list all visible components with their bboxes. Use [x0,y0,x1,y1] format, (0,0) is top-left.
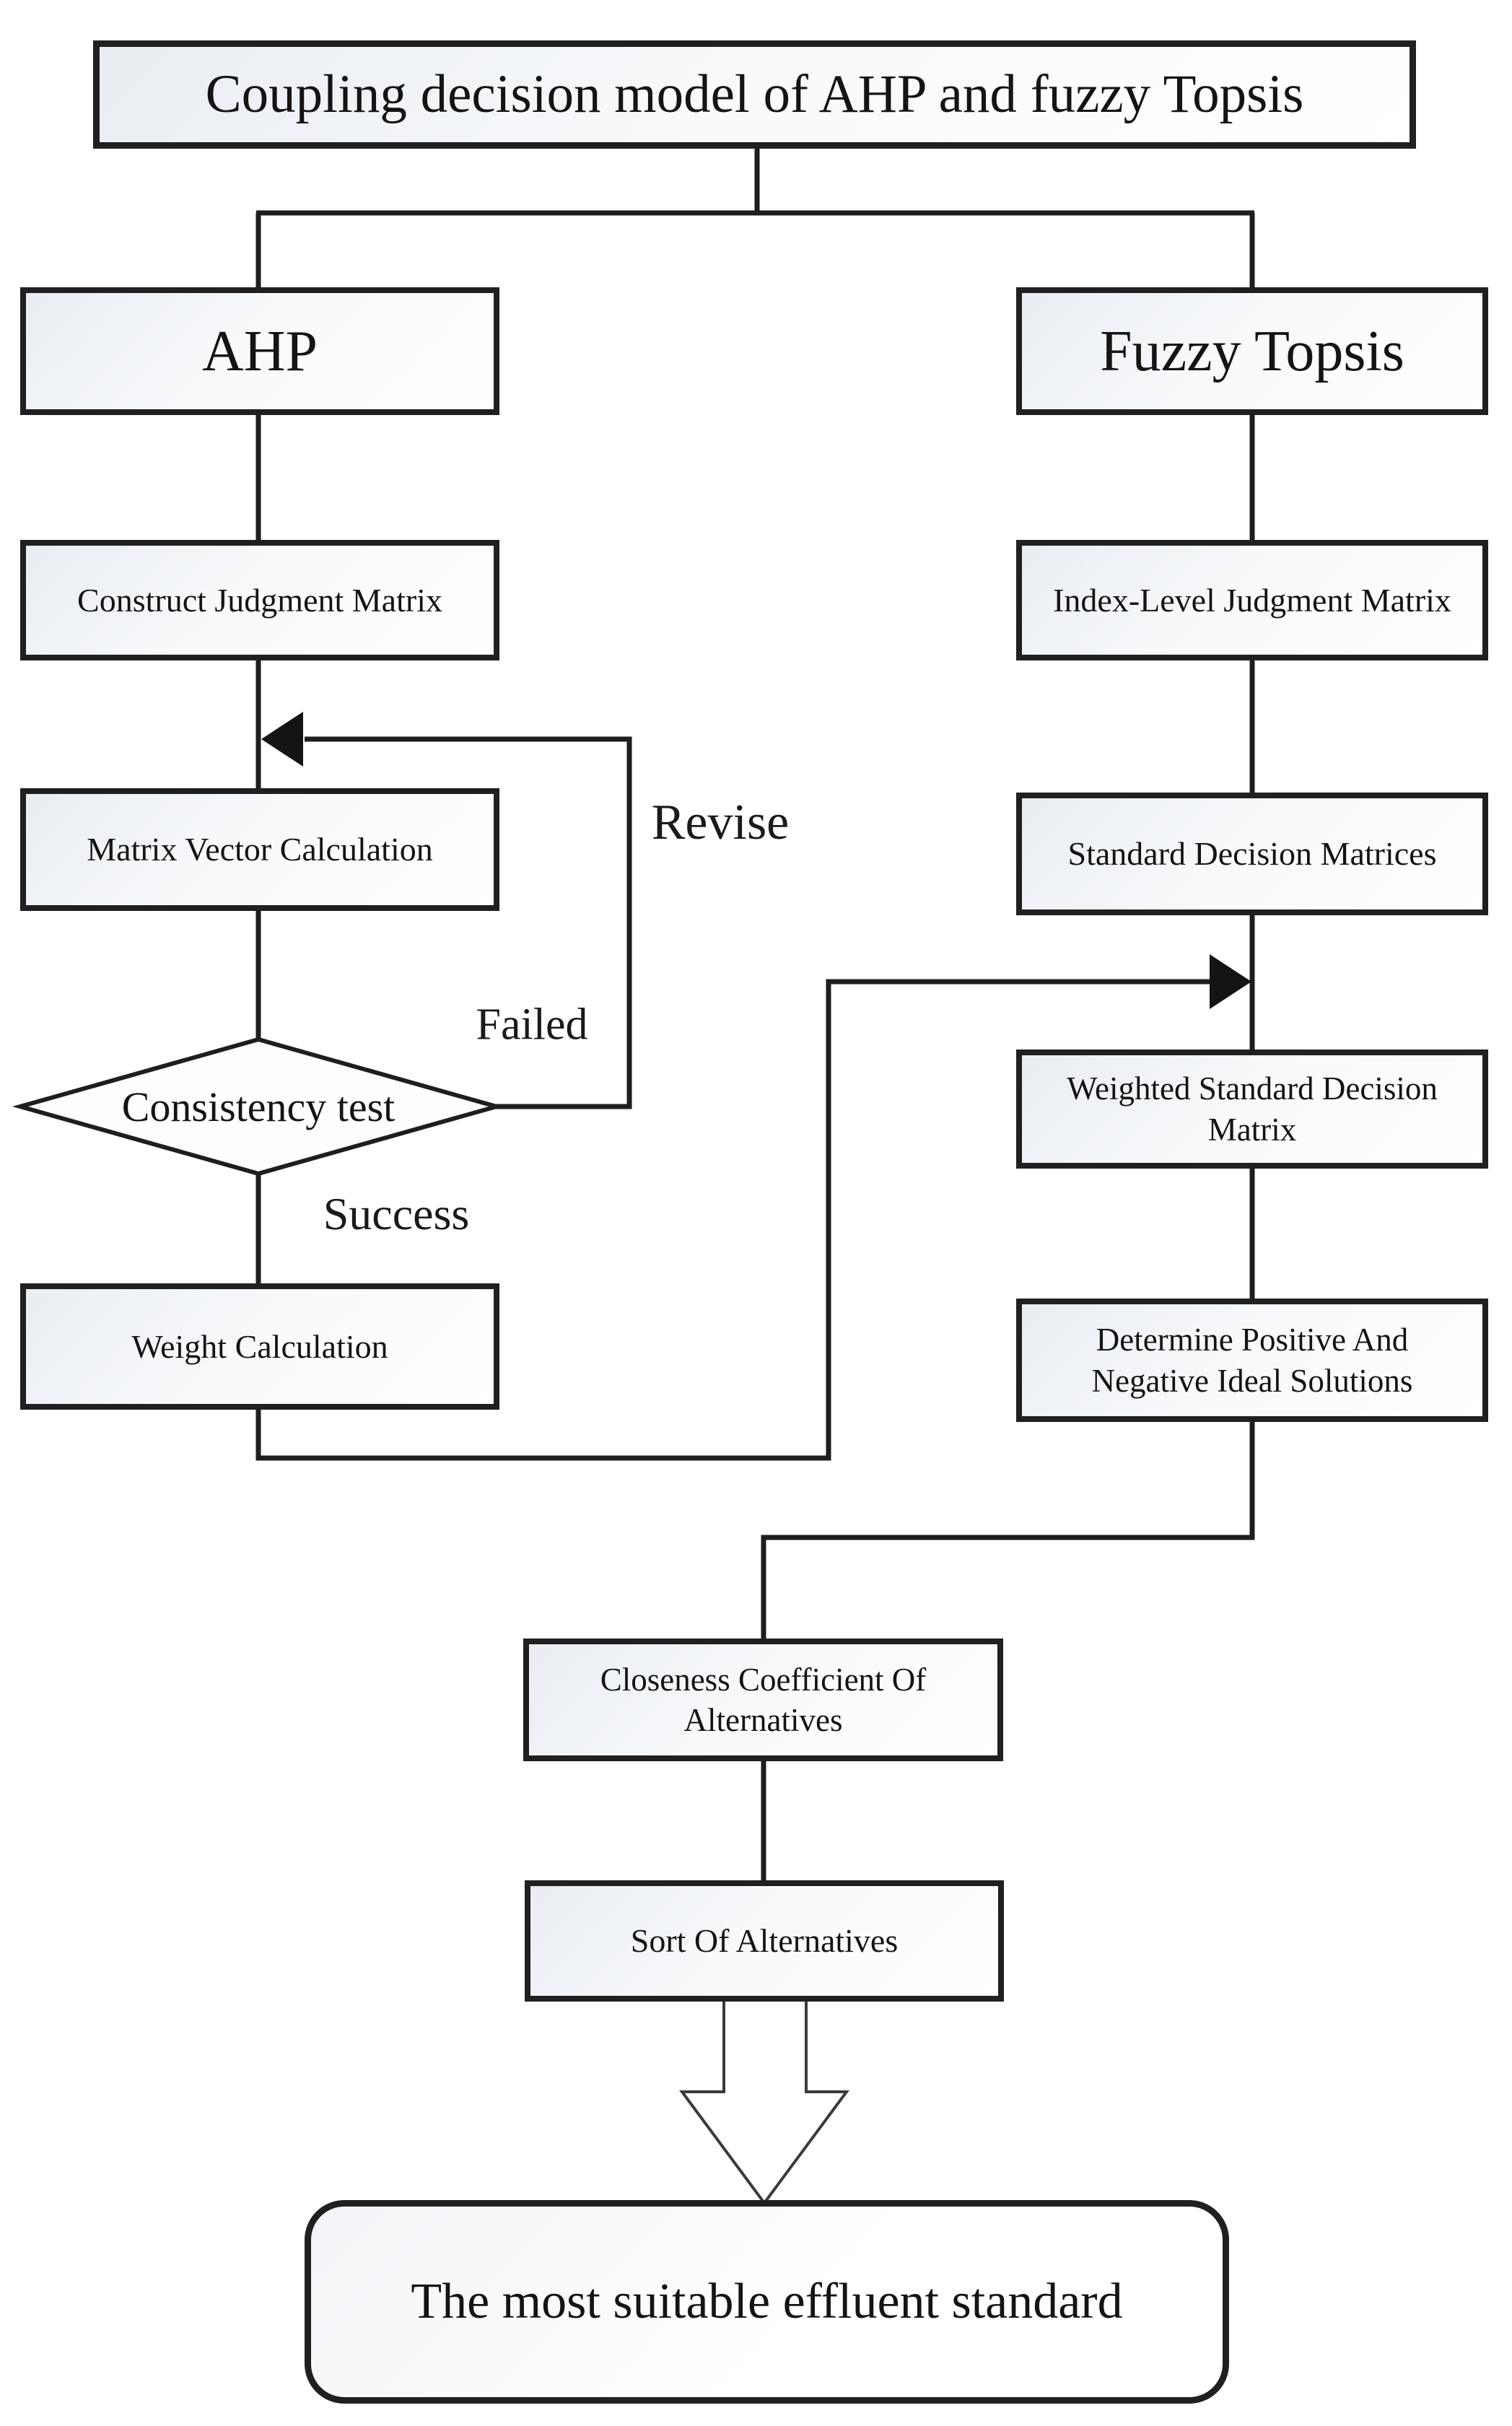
standard-decision-matrices-box: Standard Decision Matrices [1016,793,1488,915]
title-branch-connector [255,146,1255,290]
failed-label: Failed [476,1000,588,1050]
revise-label: Revise [651,795,790,850]
construct-judgment-matrix-box: Construct Judgment Matrix [20,540,499,660]
weight-calculation-label: Weight Calculation [131,1327,388,1365]
ahp-branch-label: AHP [201,319,318,383]
index-level-judgment-matrix-box: Index-Level Judgment Matrix [1016,540,1488,660]
title-text: Coupling decision model of AHP and fuzzy… [205,64,1304,125]
weight-calculation-box: Weight Calculation [20,1283,499,1410]
determine-line1: Determine Positive And [1096,1322,1409,1358]
weighted-standard-decision-matrix-box: Weighted Standard Decision Matrix [1016,1050,1488,1169]
sort-of-alternatives-label: Sort Of Alternatives [630,1922,899,1960]
title-box: Coupling decision model of AHP and fuzzy… [93,40,1416,149]
sort-of-alternatives-box: Sort Of Alternatives [525,1880,1004,2002]
closeness-line2: Alternatives [683,1702,843,1738]
revise-arrowhead-icon [261,712,303,767]
matrix-vector-calculation-box: Matrix Vector Calculation [20,788,499,911]
matrix-vector-calculation-label: Matrix Vector Calculation [87,831,433,868]
index-level-judgment-matrix-label: Index-Level Judgment Matrix [1053,581,1451,619]
fuzzy-topsis-branch-label: Fuzzy Topsis [1100,319,1404,383]
success-label: Success [323,1188,470,1239]
revise-loop-connector [305,736,632,1109]
consistency-test-diamond [12,1037,505,1177]
final-result-box: The most suitable effluent standard [305,2200,1229,2404]
closeness-coefficient-box: Closeness Coefficient Of Alternatives [523,1639,1003,1761]
determine-to-closeness-connector [761,1419,1255,1641]
determine-ideal-solutions-box: Determine Positive And Negative Ideal So… [1016,1299,1488,1422]
consistency-test-label: Consistency test [121,1083,396,1130]
weight-to-weighted-connector [255,979,1214,1461]
determine-line2: Negative Ideal Solutions [1091,1362,1413,1399]
fuzzy-topsis-branch-box: Fuzzy Topsis [1016,287,1488,415]
final-result-label: The most suitable effluent standard [411,2274,1123,2330]
standard-decision-matrices-label: Standard Decision Matrices [1067,835,1437,873]
weighted-standard-line2: Matrix [1207,1111,1297,1148]
closeness-line1: Closeness Coefficient Of [600,1661,927,1698]
weight-arrowhead-icon [1210,954,1251,1009]
construct-judgment-matrix-label: Construct Judgment Matrix [77,581,442,619]
consistency-test-label-wrap: Consistency test [20,1039,497,1174]
ahp-branch-box: AHP [20,287,499,415]
down-arrow-icon [679,1999,849,2206]
weighted-standard-line1: Weighted Standard Decision [1067,1070,1438,1107]
